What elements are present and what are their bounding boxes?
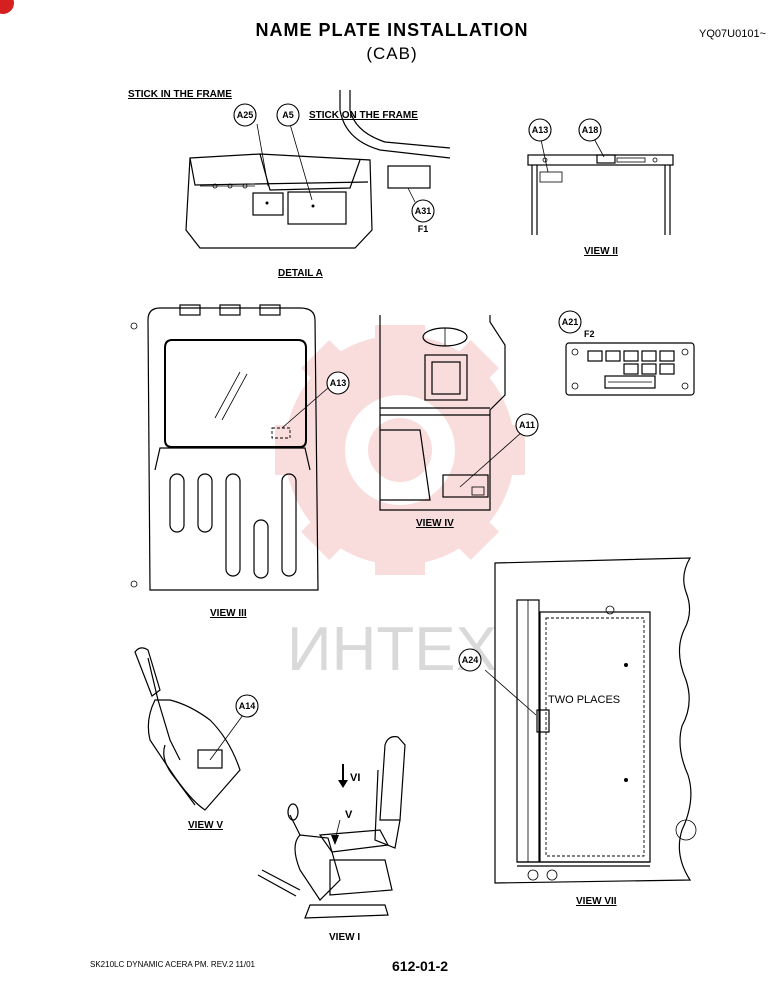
callout-a11: A11 bbox=[515, 413, 539, 437]
footer-doc-info: SK210LC DYNAMIC ACERA PM. REV.2 11/01 bbox=[90, 960, 255, 969]
arrow-label-v: V bbox=[345, 809, 353, 821]
doc-code: YQ07U0101~ bbox=[699, 28, 766, 40]
caption-view-ii: VIEW II bbox=[584, 246, 618, 257]
caption-view-v: VIEW V bbox=[188, 820, 224, 831]
svg-text:A11: A11 bbox=[519, 420, 535, 430]
callout-a31: A31 bbox=[411, 199, 435, 223]
caption-view-i: VIEW I bbox=[329, 932, 361, 943]
callout-a5: A5 bbox=[276, 103, 300, 127]
page-corner-tab bbox=[0, 0, 14, 14]
label-f2: F2 bbox=[584, 329, 595, 339]
watermark-text: ИНТЕХ bbox=[287, 615, 497, 684]
svg-text:A5: A5 bbox=[282, 110, 294, 120]
f2-panel-drawing bbox=[565, 342, 695, 396]
view-i-drawing bbox=[257, 736, 406, 919]
label-stick-on: STICK ON THE FRAME bbox=[309, 110, 418, 121]
label-f1: F1 bbox=[418, 224, 429, 234]
view-iv-drawing bbox=[379, 315, 523, 511]
svg-text:A25: A25 bbox=[237, 110, 254, 120]
svg-text:A13: A13 bbox=[330, 378, 347, 388]
view-v-drawing bbox=[134, 647, 244, 811]
svg-text:A13: A13 bbox=[532, 125, 549, 135]
note-two-places: TWO PLACES bbox=[548, 694, 620, 706]
page-title: NAME PLATE INSTALLATION bbox=[255, 20, 529, 40]
watermark-gear-icon bbox=[275, 325, 525, 575]
callout-a25: A25 bbox=[233, 103, 257, 127]
caption-view-iv: VIEW IV bbox=[416, 518, 454, 529]
caption-view-iii: VIEW III bbox=[210, 608, 247, 619]
callout-a14: A14 bbox=[235, 694, 259, 718]
view-ii-drawing bbox=[527, 134, 674, 235]
callout-a13-view-ii: A13 bbox=[528, 118, 552, 142]
detail-a-drawing bbox=[185, 90, 451, 249]
callout-a24: A24 bbox=[458, 648, 482, 672]
svg-text:A21: A21 bbox=[562, 317, 579, 327]
callout-a21: A21 bbox=[558, 310, 582, 334]
caption-view-vii: VIEW VII bbox=[576, 896, 617, 907]
svg-text:A31: A31 bbox=[415, 206, 432, 216]
footer-page-number: 612-01-2 bbox=[392, 958, 449, 974]
page-subtitle: (CAB) bbox=[366, 44, 418, 63]
caption-detail-a: DETAIL A bbox=[278, 268, 323, 279]
svg-text:A18: A18 bbox=[582, 125, 599, 135]
callout-a13-view-iii: A13 bbox=[326, 371, 350, 395]
callout-a18: A18 bbox=[578, 118, 602, 142]
arrow-label-vi: VI bbox=[350, 772, 360, 784]
svg-text:A14: A14 bbox=[239, 701, 256, 711]
svg-text:A24: A24 bbox=[462, 655, 479, 665]
view-vii-drawing bbox=[484, 557, 697, 884]
view-iii-drawing bbox=[130, 304, 329, 591]
label-stick-in: STICK IN THE FRAME bbox=[128, 89, 232, 100]
